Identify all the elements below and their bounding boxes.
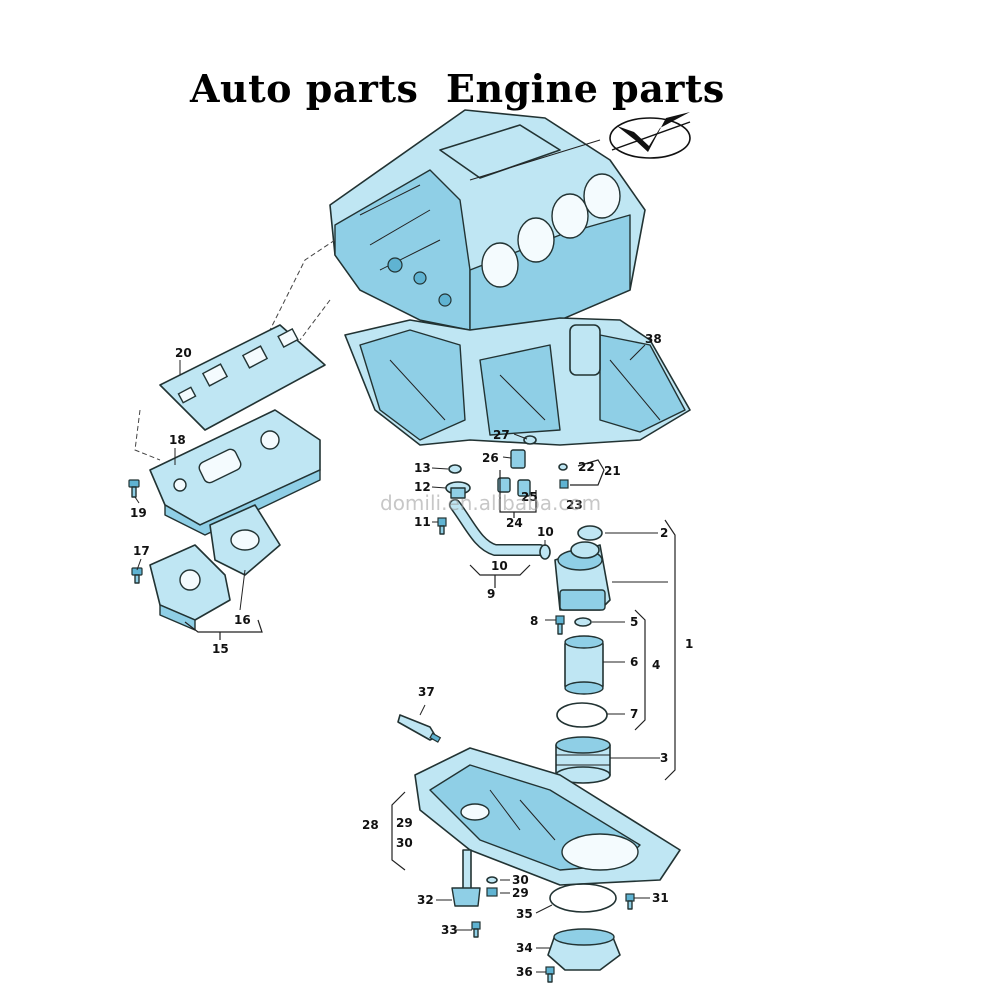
callout-37: 37 (418, 685, 435, 699)
bolt-11 (437, 517, 447, 535)
fitting-26 (510, 449, 526, 469)
callout-25: 25 (521, 490, 538, 504)
callout-18: 18 (169, 433, 186, 447)
callout-36: 36 (516, 965, 533, 979)
callout-19: 19 (130, 506, 147, 520)
watermark-text: domili.en.alibaba.com (380, 491, 601, 515)
bolt-33 (471, 921, 481, 938)
callout-6: 6 (630, 655, 638, 669)
callout-4: 4 (652, 658, 660, 672)
level-sensor-32 (451, 849, 481, 907)
seal-ring-10 (539, 544, 551, 560)
callout-5: 5 (630, 615, 638, 629)
bolt-31 (625, 893, 635, 910)
callout-29-side: 29 (396, 816, 413, 830)
seal-ring-7 (556, 702, 608, 728)
callout-34: 34 (516, 941, 533, 955)
oil-pipe-9 (449, 499, 546, 556)
bolt-36 (545, 966, 555, 983)
seal-ring-5 (574, 617, 592, 627)
callout-16: 16 (234, 613, 251, 627)
auto-parts-title: Auto parts (190, 66, 419, 111)
engine-block (329, 109, 646, 336)
callout-1: 1 (685, 637, 693, 651)
fitting-25 (517, 479, 531, 497)
callout-labels: 38 20 18 19 17 16 15 27 26 13 12 11 24 2… (130, 332, 693, 979)
callout-10-upper: 10 (537, 525, 554, 539)
callout-33: 33 (441, 923, 458, 937)
callout-31: 31 (652, 891, 669, 905)
bracket-15 (149, 544, 231, 631)
seal-ring-22 (558, 463, 568, 471)
callout-30-side: 30 (396, 836, 413, 850)
cover-34 (547, 928, 621, 971)
checkmark-emblem-icon (609, 112, 691, 159)
callout-7: 7 (630, 707, 638, 721)
callout-10-lower: 10 (491, 559, 508, 573)
callout-3: 3 (660, 751, 668, 765)
engine-parts-title: Engine parts (446, 66, 725, 111)
leader-line (134, 239, 336, 461)
callout-20: 20 (175, 346, 192, 360)
fitting-24 (497, 477, 511, 493)
callout-22: 22 (578, 460, 595, 474)
callout-28: 28 (362, 818, 379, 832)
filter-cap-3 (555, 736, 611, 784)
callout-9: 9 (487, 587, 495, 601)
upper-oil-pan (344, 317, 691, 446)
callout-38: 38 (645, 332, 662, 346)
callout-32: 32 (417, 893, 434, 907)
callout-30-lower: 30 (512, 873, 529, 887)
gasket-20 (159, 324, 326, 431)
seal-ring-30 (486, 876, 498, 884)
callout-26: 26 (482, 451, 499, 465)
callout-13: 13 (414, 461, 431, 475)
seal-ring-27 (523, 435, 537, 445)
callout-35: 35 (516, 907, 533, 921)
gasket-ring-2 (577, 525, 603, 541)
gasket-35 (549, 883, 617, 913)
callout-29-lower: 29 (512, 886, 529, 900)
callout-17: 17 (133, 544, 150, 558)
oil-filter-housing (554, 541, 611, 611)
callout-15: 15 (212, 642, 229, 656)
seal-ring-13 (448, 464, 462, 474)
bolt-23 (559, 479, 569, 489)
plug-29 (486, 887, 498, 897)
callout-21: 21 (604, 464, 621, 478)
leader-lines (134, 344, 676, 973)
callout-8: 8 (530, 614, 538, 628)
callout-23: 23 (566, 498, 583, 512)
oil-filter-element (564, 635, 604, 695)
sealant-tube-37 (397, 714, 442, 743)
housing-18 (149, 409, 321, 536)
bolt-19 (128, 479, 140, 498)
callout-27: 27 (493, 428, 510, 442)
bolt-17 (131, 567, 143, 584)
callout-2: 2 (660, 526, 668, 540)
callout-11: 11 (414, 515, 431, 529)
bolt-8 (555, 615, 565, 635)
lower-oil-pan (414, 747, 681, 886)
callout-24: 24 (506, 516, 523, 530)
gasket-16 (209, 504, 281, 576)
callout-12: 12 (414, 480, 431, 494)
